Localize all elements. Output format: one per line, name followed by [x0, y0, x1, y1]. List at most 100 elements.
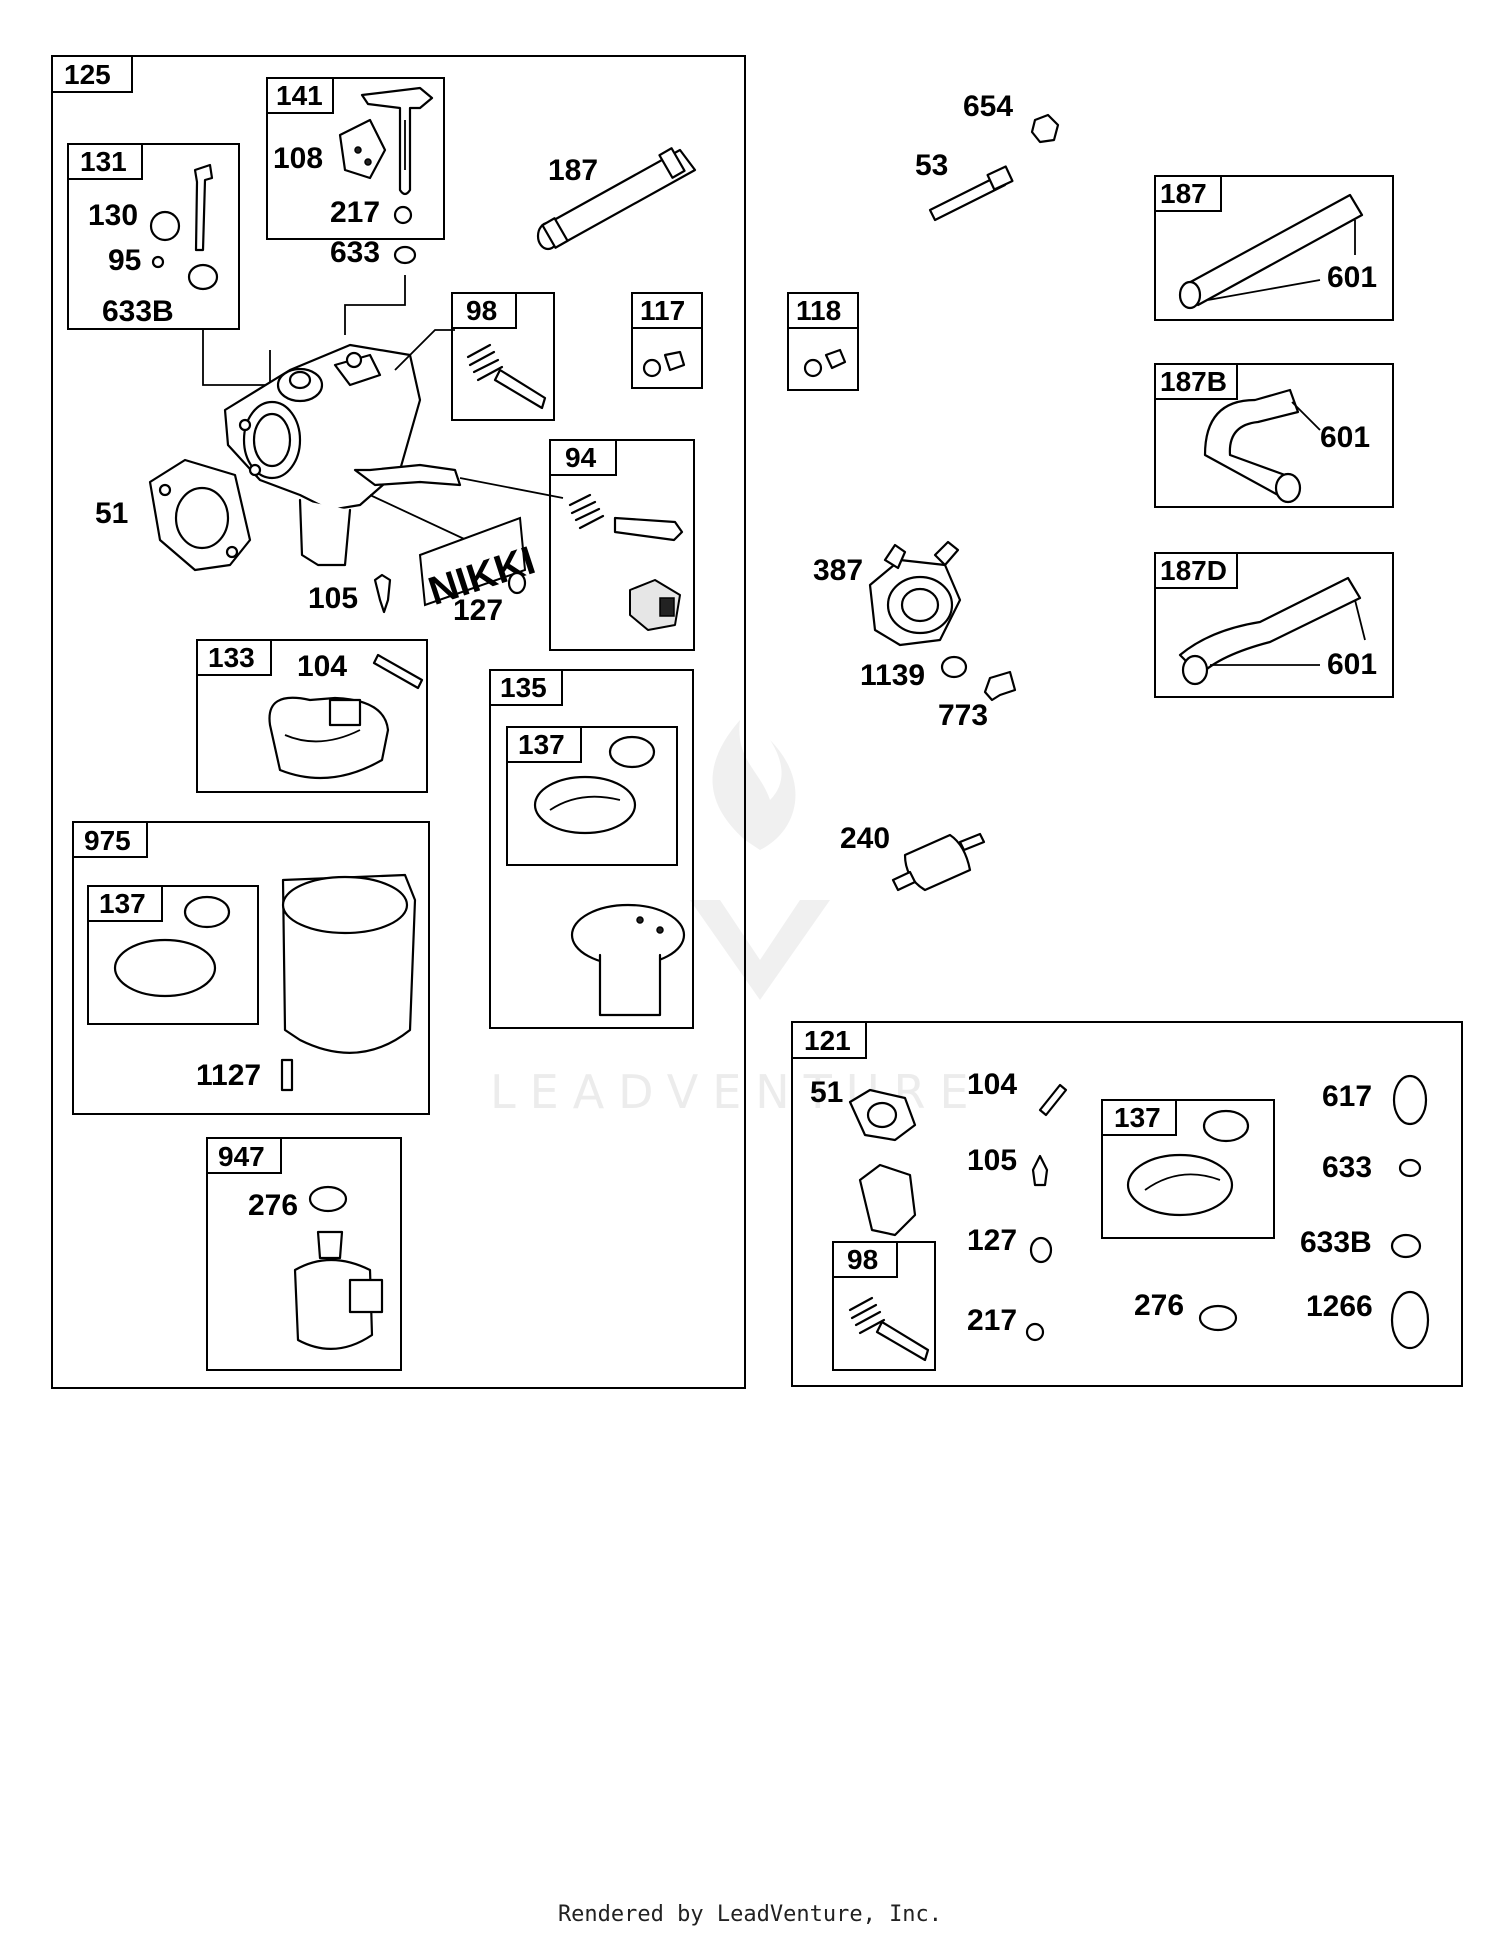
label-127-kit: 127 — [967, 1224, 1017, 1257]
screw-98-kit-part — [875, 1320, 930, 1362]
group-137-tab-975: 137 — [99, 888, 146, 919]
footer-credit: Rendered by LeadVenture, Inc. — [557, 1902, 943, 1927]
label-51-kit: 51 — [810, 1076, 843, 1109]
solenoid-94-part — [629, 579, 681, 631]
clip-217-kit-part — [1025, 1322, 1045, 1342]
group-975[interactable]: 975 137 1127 — [72, 821, 430, 1115]
gasket-51: 51 — [95, 458, 252, 572]
group-187B[interactable]: 187B 601 — [1154, 363, 1394, 508]
needle-105-kit-part — [1031, 1154, 1049, 1187]
seal-276-part — [308, 1185, 348, 1213]
group-135-tab: 135 — [500, 672, 547, 703]
screw-95-part — [151, 255, 165, 269]
label-387: 387 — [813, 554, 863, 587]
seal-633B-kit-part — [1390, 1233, 1422, 1259]
solenoid-stud-part — [316, 1230, 344, 1260]
group-118[interactable]: 118 — [787, 292, 859, 391]
seat-127-part — [507, 571, 527, 595]
label-104-kit: 104 — [967, 1068, 1017, 1101]
group-94-tab: 94 — [565, 442, 597, 473]
float-hinge-part — [328, 698, 362, 727]
needle-105-part — [373, 573, 392, 614]
solenoid-pin-part — [613, 516, 684, 542]
oring-975-part — [183, 895, 231, 929]
bowl-stem-part — [598, 953, 662, 1017]
label-1266: 1266 — [1306, 1290, 1373, 1323]
label-601-b: 601 — [1320, 421, 1370, 454]
watermark: LEADVENTURE — [490, 720, 969, 1119]
label-617: 617 — [1322, 1080, 1372, 1113]
spring-part — [466, 343, 504, 382]
label-773: 773 — [938, 699, 988, 732]
group-125-tab: 125 — [64, 59, 111, 90]
plug-117-part — [663, 350, 686, 372]
screw-1127-part — [280, 1058, 294, 1092]
label-108: 108 — [273, 142, 323, 175]
group-125[interactable]: 125 — [51, 55, 746, 1389]
group-98-adjust[interactable]: 98 — [451, 292, 555, 421]
group-187[interactable]: 187 601 — [1154, 175, 1394, 321]
gasket-137-part — [533, 775, 637, 835]
group-141[interactable]: 141 108 217 633 — [266, 77, 445, 335]
label-240: 240 — [840, 822, 890, 855]
group-133-tab: 133 — [208, 642, 255, 673]
group-141-tab: 141 — [276, 80, 323, 111]
fuel-hose-187-top: 187 — [536, 147, 697, 251]
oring-1266-part — [1390, 1290, 1430, 1350]
label-601: 601 — [1327, 261, 1377, 294]
throttle-shaft-part — [193, 163, 214, 252]
nut-654-part — [1030, 113, 1060, 144]
gasket-kit-part — [858, 1163, 917, 1237]
label-601-c: 601 — [1327, 648, 1377, 681]
group-117[interactable]: 117 — [631, 292, 703, 389]
label-187-top: 187 — [548, 154, 598, 187]
group-133[interactable]: 133 104 — [196, 639, 428, 793]
group-947-tab: 947 — [218, 1141, 265, 1172]
label-633B-kit: 633B — [1300, 1226, 1372, 1259]
group-187D[interactable]: 187D 601 — [1154, 552, 1394, 698]
gasket-137-kit-part — [1126, 1153, 1234, 1217]
seal-633-kit-part — [1398, 1158, 1422, 1178]
label-276-kit: 276 — [1134, 1289, 1184, 1322]
group-137-tab-kit: 137 — [1114, 1102, 1161, 1133]
choke-shaft-part — [360, 86, 434, 196]
label-217: 217 — [330, 196, 380, 229]
label-633: 633 — [330, 236, 380, 269]
idle-screw-part — [493, 368, 547, 410]
group-98-kit-tab: 98 — [847, 1244, 878, 1275]
seat-127-kit-part — [1029, 1236, 1053, 1264]
washer-117-part — [642, 358, 662, 378]
group-117-tab: 117 — [640, 295, 685, 326]
spring-98-kit-part — [848, 1296, 886, 1335]
seal-633B-part — [187, 263, 219, 291]
group-975-tab: 975 — [84, 825, 131, 856]
spring-94-part — [568, 493, 605, 530]
choke-plate-part — [338, 118, 387, 180]
group-121[interactable]: 121 51 104 105 127 217 137 98 276 617 63… — [791, 1021, 1463, 1387]
group-187B-tab: 187B — [1160, 366, 1227, 397]
group-131[interactable]: 131 130 95 633B — [67, 143, 271, 386]
seal-276-kit-part — [1198, 1304, 1238, 1332]
fuel-pump-387: 387 1139 773 — [813, 540, 1017, 732]
fuel-filter-240: 240 — [840, 822, 986, 892]
label-105: 105 — [308, 582, 358, 615]
plug-118-part — [824, 348, 847, 370]
group-121-tab: 121 — [804, 1025, 851, 1056]
group-947[interactable]: 947 276 — [206, 1137, 402, 1371]
clip-217-part — [393, 205, 413, 225]
label-51: 51 — [95, 497, 128, 530]
washer-118-part — [803, 358, 823, 378]
washer-1139-part — [940, 655, 968, 679]
group-131-tab: 131 — [80, 146, 127, 177]
label-1139: 1139 — [860, 659, 925, 692]
group-187-tab: 187 — [1160, 178, 1207, 209]
label-1127: 1127 — [196, 1059, 261, 1092]
group-94[interactable]: 94 — [549, 439, 695, 651]
pin-104-part — [372, 653, 424, 690]
label-633B: 633B — [102, 295, 174, 328]
group-137-tab: 137 — [518, 729, 565, 760]
solenoid-connector-part — [348, 1278, 384, 1314]
group-135[interactable]: 135 137 — [489, 669, 694, 1029]
label-633-kit: 633 — [1322, 1151, 1372, 1184]
